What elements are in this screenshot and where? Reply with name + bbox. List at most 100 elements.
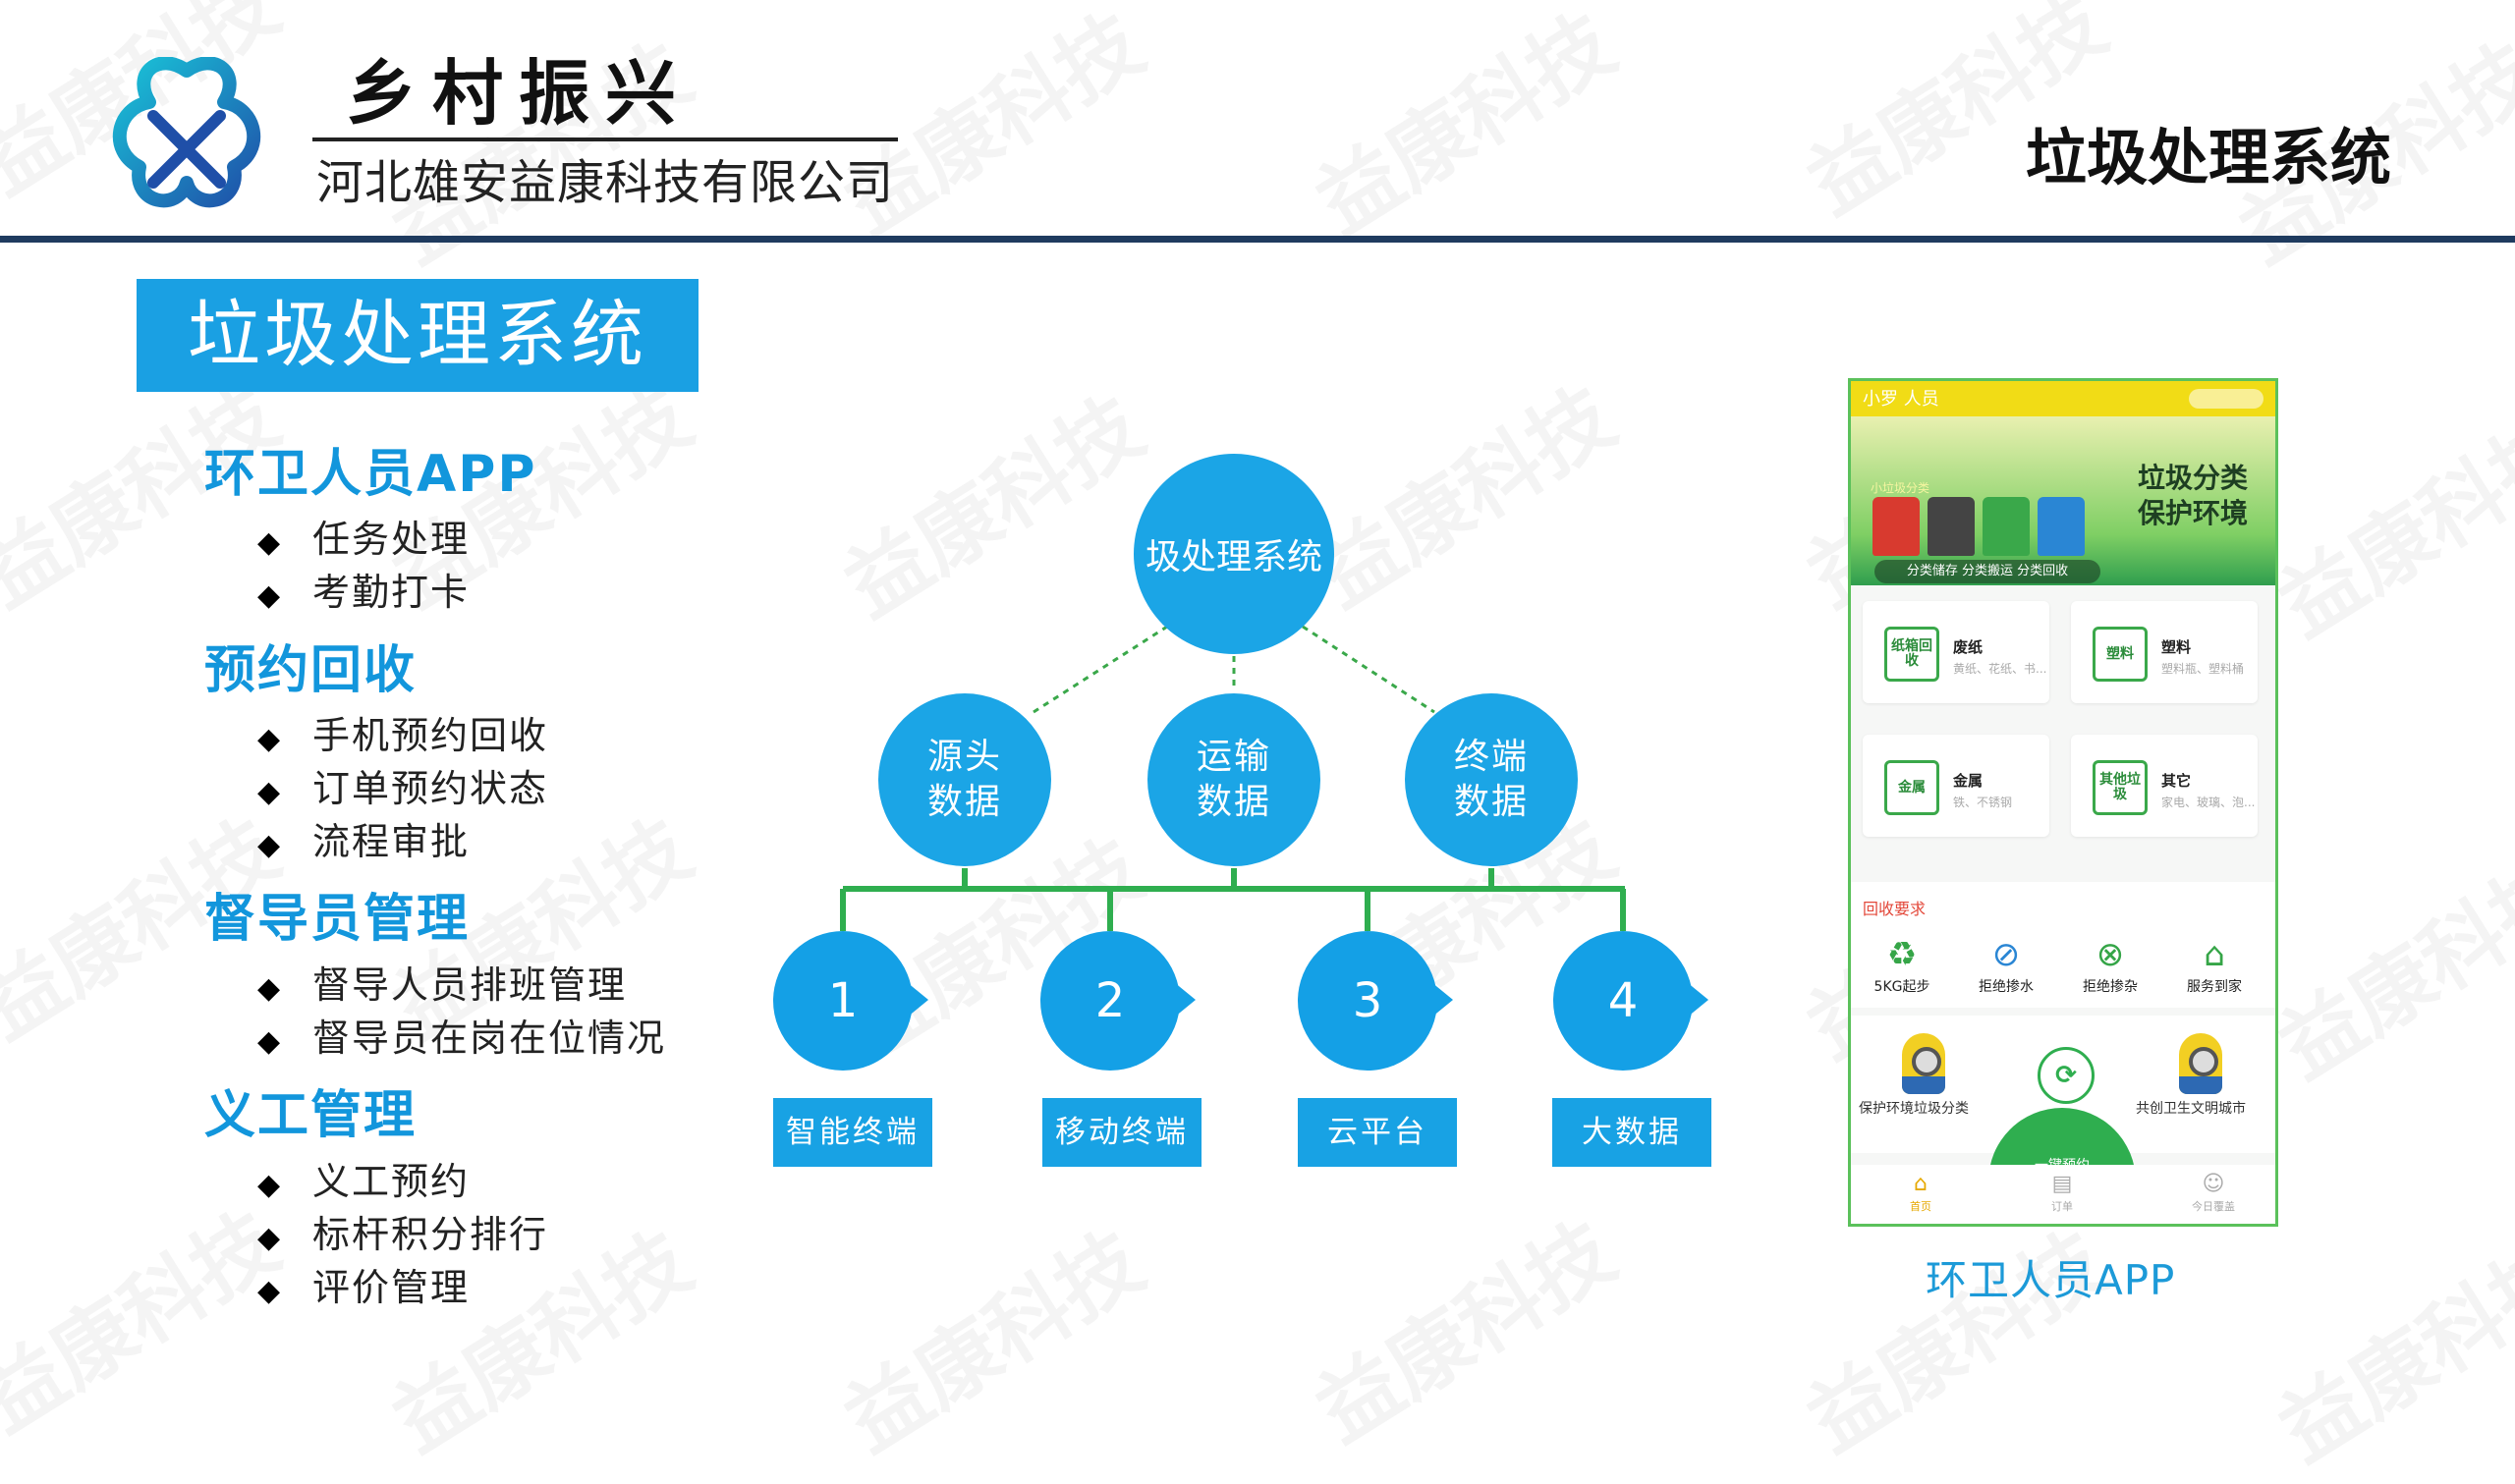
red-bin-icon <box>1872 497 1920 556</box>
diamond-bullet-icon: ◆ <box>257 971 283 1006</box>
connector-top-right <box>1302 625 1435 714</box>
paper-box-icon: 纸箱回收 <box>1884 627 1939 682</box>
diamond-bullet-icon: ◆ <box>257 1274 283 1308</box>
orders-icon: ▤ <box>2051 1172 2073 1196</box>
banner-tag: 小垃圾分类 <box>1871 481 1930 495</box>
bullet-item: ◆ 任务处理 <box>257 509 470 563</box>
no-water-icon: ⊘ <box>1991 935 2021 974</box>
minion-left-icon <box>1902 1033 1945 1094</box>
diagram-root-node: 圾处理系统 <box>1134 454 1334 654</box>
bullet-item: ◆ 订单预约状态 <box>257 758 548 812</box>
bullet-item: ◆ 流程审批 <box>257 811 470 865</box>
diagram-mid-node: 终端数据 <box>1405 693 1578 866</box>
diagram-label-box: 智能终端 <box>773 1098 932 1167</box>
promo-right-text: 共创卫生文明城市 <box>2136 1101 2246 1117</box>
requirement-label: 5KG起步 <box>1873 979 1930 995</box>
mid-node-line1: 终端 <box>1453 737 1529 777</box>
brand-divider <box>312 137 898 141</box>
connector-top-left <box>1033 625 1168 714</box>
section-heading: 预约回收 <box>204 641 418 700</box>
diamond-bullet-icon: ◆ <box>257 775 283 809</box>
bullet-text: 流程审批 <box>312 820 471 863</box>
bullet-text: 评价管理 <box>312 1266 471 1309</box>
diamond-bullet-icon: ◆ <box>257 525 283 560</box>
category-card-paper[interactable]: 纸箱回收 废纸 黄纸、花纸、书... <box>1863 601 2049 703</box>
home-service-icon: ⌂ <box>2204 935 2225 974</box>
banner-title: 垃圾分类 保护环境 <box>2138 461 2248 531</box>
minion-right-icon <box>2179 1033 2222 1094</box>
diagram-mid-node: 源头数据 <box>878 693 1051 866</box>
bullet-text: 考勤打卡 <box>312 571 471 614</box>
diagram-number-node: 4 <box>1553 931 1708 1071</box>
bullet-text: 手机预约回收 <box>312 714 549 757</box>
phone-banner: 小垃圾分类 垃圾分类 保护环境 分类储存 分类搬运 分类回收 <box>1851 416 2275 585</box>
no-mix-icon: ⊗ <box>2096 935 2125 974</box>
banner-title-1: 垃圾分类 <box>2137 462 2248 494</box>
bullet-text: 任务处理 <box>312 518 471 561</box>
user-icon: ☺ <box>2202 1172 2225 1196</box>
diagram-root-label: 圾处理系统 <box>1145 537 1322 577</box>
phone-bottom-nav: ⌂ 首页 ▤ 订单 ☺ 今日覆盖 <box>1851 1165 2275 1224</box>
phone-status-bar: 小罗 人员 <box>1851 381 2275 416</box>
diagram-label-box: 大数据 <box>1552 1098 1711 1167</box>
category-card-plastic[interactable]: 塑料 塑料 塑料瓶、塑料桶 <box>2071 601 2258 703</box>
nav-profile[interactable]: ☺ 今日覆盖 <box>2179 1171 2248 1214</box>
category-card-other[interactable]: 其他垃圾 其它 家电、玻璃、泡... <box>2071 735 2258 837</box>
diamond-bullet-icon: ◆ <box>257 828 283 862</box>
requirement-label: 服务到家 <box>2187 979 2242 995</box>
black-bin-icon <box>1928 497 1975 556</box>
diamond-bullet-icon: ◆ <box>257 1221 283 1255</box>
nav-home[interactable]: ⌂ 首页 <box>1886 1171 1955 1214</box>
diagram-number-node: 3 <box>1298 931 1453 1071</box>
header-rule <box>0 236 2515 243</box>
bullet-text: 义工预约 <box>312 1160 471 1203</box>
phone-status-text: 小罗 人员 <box>1863 389 1939 410</box>
company-name: 河北雄安益康科技有限公司 <box>316 155 895 210</box>
requirement-label: 拒绝掺杂 <box>2083 979 2138 995</box>
diamond-bullet-icon: ◆ <box>257 1168 283 1202</box>
diagram-label-box: 移动终端 <box>1042 1098 1202 1167</box>
bullet-item: ◆ 督导员在岗在位情况 <box>257 1008 666 1062</box>
phone-capsule <box>2189 389 2264 409</box>
card-title: 金属 <box>1953 772 1984 790</box>
requirement-item: ⌂ 服务到家 <box>2167 933 2262 996</box>
bullet-item: ◆ 评价管理 <box>257 1257 470 1311</box>
diamond-bullet-icon: ◆ <box>257 1024 283 1059</box>
recycle-icon: ♻ <box>1886 935 1918 974</box>
nav-profile-label: 今日覆盖 <box>2192 1200 2235 1213</box>
banner-title-2: 保护环境 <box>2137 497 2248 529</box>
card-subtitle: 塑料瓶、塑料桶 <box>2161 662 2245 676</box>
section-title-box: 垃圾处理系统 <box>137 279 699 392</box>
diagram-label-box: 云平台 <box>1298 1098 1457 1167</box>
card-subtitle: 家电、玻璃、泡... <box>2161 796 2256 809</box>
section-heading: 义工管理 <box>204 1086 418 1145</box>
card-title: 塑料 <box>2161 638 2192 656</box>
bullet-text: 督导员在岗在位情况 <box>312 1017 667 1060</box>
card-subtitle: 黄纸、花纸、书... <box>1953 662 2047 676</box>
green-bin-icon <box>1983 497 2030 556</box>
bullet-text: 督导人员排班管理 <box>312 963 628 1007</box>
plastic-icon: 塑料 <box>2093 627 2148 682</box>
page-title: 垃圾处理系统 <box>2025 122 2391 193</box>
home-icon: ⌂ <box>1914 1172 1928 1196</box>
promo-left-text: 保护环境垃圾分类 <box>1859 1101 1969 1117</box>
requirement-item: ⊘ 拒绝掺水 <box>1959 933 2053 996</box>
diagram-number-node: 1 <box>773 931 928 1071</box>
mid-node-line2: 数据 <box>1196 782 1271 822</box>
bullet-item: ◆ 督导人员排班管理 <box>257 955 627 1009</box>
card-title: 其它 <box>2161 772 2192 790</box>
category-card-metal[interactable]: 金属 金属 铁、不锈钢 <box>1863 735 2049 837</box>
card-subtitle: 铁、不锈钢 <box>1953 796 2013 809</box>
nav-orders[interactable]: ▤ 订单 <box>2028 1171 2096 1214</box>
nav-orders-label: 订单 <box>2051 1200 2073 1213</box>
phone-caption: 环卫人员APP <box>1926 1256 2176 1304</box>
other-waste-icon: 其他垃圾 <box>2093 760 2148 815</box>
bullet-text: 订单预约状态 <box>312 767 549 810</box>
diamond-bullet-icon: ◆ <box>257 722 283 756</box>
bullet-text: 标杆积分排行 <box>312 1213 549 1256</box>
diagram-mid-node: 运输数据 <box>1147 693 1320 866</box>
recycle-requirements: 回收要求 ♻ 5KG起步 ⊘ 拒绝掺水 ⊗ 拒绝掺杂 ⌂ 服务到家 <box>1851 882 2275 1008</box>
qr-scan-icon: ⟳ <box>2038 1047 2095 1104</box>
metal-icon: 金属 <box>1884 760 1939 815</box>
mid-node-line1: 源头 <box>926 737 1002 777</box>
